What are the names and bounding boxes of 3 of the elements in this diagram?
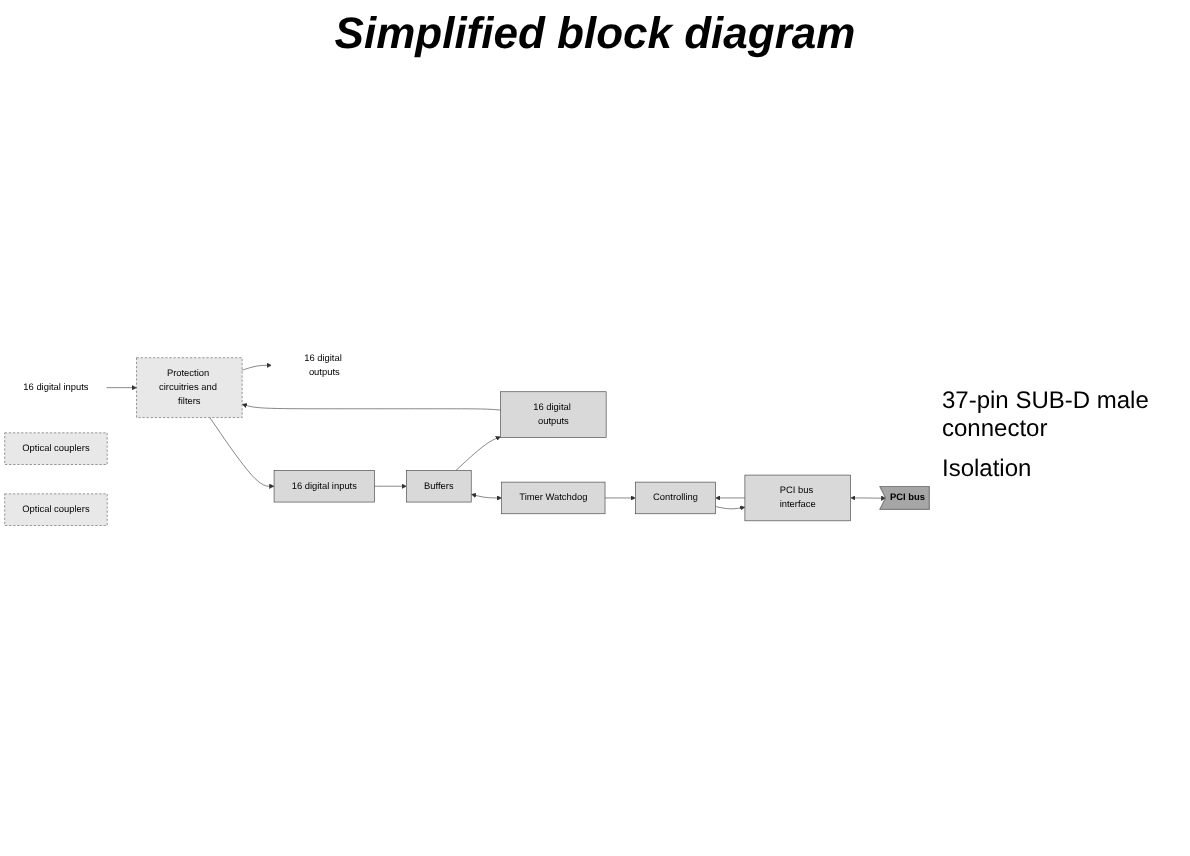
note-text: 37-pin SUB-D male connector <box>942 386 1151 442</box>
diagram-title: Simplified block diagram <box>332 8 858 60</box>
note-text: Isolation <box>942 454 1034 482</box>
